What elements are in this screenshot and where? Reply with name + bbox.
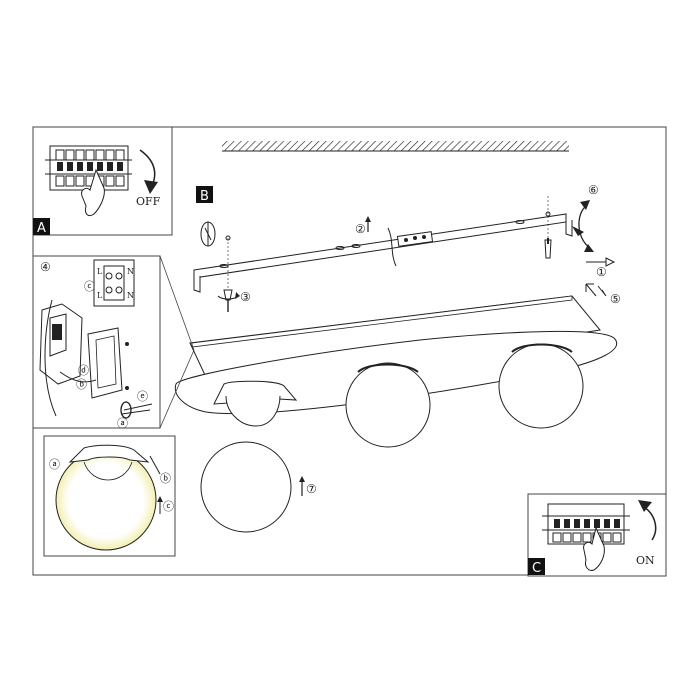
- glass-globe-right: [498, 343, 584, 429]
- callout-c-wiring: ⓒ: [84, 280, 95, 293]
- callout-a-globe: ⓐ: [49, 458, 60, 471]
- terminal-block-icon: [396, 231, 434, 247]
- on-label: ON: [636, 554, 655, 567]
- screw-left-icon: [223, 235, 233, 312]
- step-2-number: ②: [355, 222, 366, 236]
- step-3: ③: [240, 290, 251, 304]
- detail-callout-line: [159, 255, 195, 351]
- supply-cable: [387, 227, 397, 267]
- wing-screw-icon: [572, 226, 584, 236]
- breaker-box-icon: [542, 503, 630, 545]
- mounting-bracket: [193, 213, 573, 293]
- callout-b-wiring: ⓑ: [76, 378, 87, 391]
- screw-right-icon: [544, 196, 552, 259]
- panel-c-letter: C: [532, 561, 541, 576]
- step-5: ⑤: [585, 283, 621, 306]
- callout-c-globe: ⓒ: [163, 500, 174, 513]
- step-6: ⑥: [578, 183, 599, 252]
- panel-b-letter: B: [200, 189, 209, 204]
- panel-b-letter-box: B: [196, 186, 213, 204]
- step-4-number: ④: [40, 260, 51, 274]
- terminal-n-top: N: [127, 267, 134, 276]
- panel-c-switch-on: ON C: [527, 493, 667, 577]
- off-label: OFF: [136, 195, 161, 208]
- step-7-number: ⑦: [306, 482, 317, 496]
- lamp-holder-left: [213, 380, 298, 427]
- lamp-holder-detail: [68, 444, 150, 463]
- panel-globe-detail: ⓐ ⓑ ⓒ: [43, 435, 176, 557]
- panel-c-letter-box: C: [528, 558, 545, 576]
- glowing-globe-icon: [55, 449, 157, 551]
- terminal-l-top: L: [97, 267, 103, 276]
- callout-b-globe: ⓑ: [160, 472, 171, 485]
- ceiling-hatch: [222, 141, 569, 152]
- callout-d-wiring: ⓓ: [78, 364, 89, 377]
- panel-a-switch-off: OFF A: [32, 126, 173, 236]
- panel-a-letter: A: [37, 221, 46, 236]
- terminal-l-bottom: L: [97, 291, 103, 300]
- step-2: ②: [355, 216, 371, 236]
- callout-a-wiring: ⓐ: [117, 417, 128, 430]
- step-1: ①: [586, 257, 616, 279]
- callout-e-wiring: ⓔ: [137, 390, 148, 403]
- hand-icon: [583, 526, 605, 571]
- glass-globe-loose: [200, 441, 292, 533]
- mains-cable: [44, 299, 57, 417]
- step-1-number: ①: [596, 265, 607, 279]
- screwdriver-icon: [200, 221, 216, 247]
- glass-globe-middle: [345, 362, 431, 448]
- step-7: ⑦: [299, 476, 317, 496]
- step-5-number: ⑤: [610, 292, 621, 306]
- junction-box-icon: [39, 303, 129, 399]
- breaker-box-icon: [45, 145, 132, 191]
- hand-icon: [81, 168, 105, 217]
- step-6-number: ⑥: [588, 183, 599, 197]
- cable-gland: [121, 403, 153, 415]
- panel-a-letter-box: A: [33, 218, 50, 236]
- terminal-n-bottom: N: [127, 291, 134, 300]
- terminal-screws-icon: [103, 265, 125, 301]
- panel-wiring-detail: ④ L N L N ⓒ ⓓ ⓑ ⓔ ⓐ: [32, 255, 161, 430]
- step-3-number: ③: [240, 290, 251, 304]
